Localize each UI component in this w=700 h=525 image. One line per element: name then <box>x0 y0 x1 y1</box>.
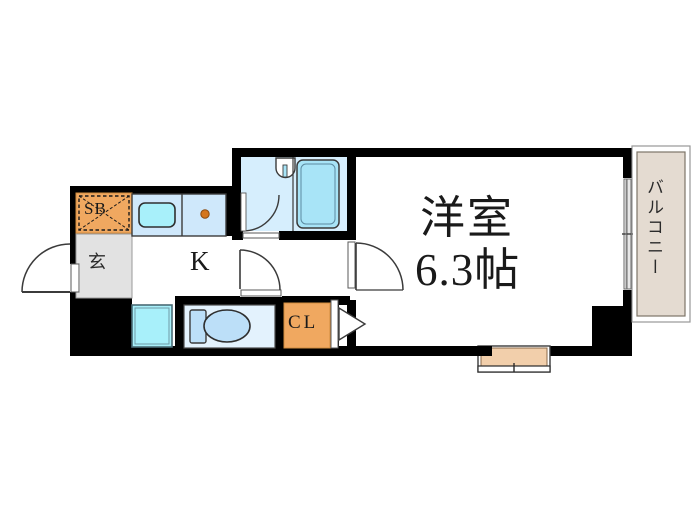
shoe-box <box>75 192 133 234</box>
room-size-label: 6.3帖 <box>415 245 521 295</box>
unit-bath-area <box>240 157 347 240</box>
closet-door-indicator <box>338 306 367 342</box>
room-door-swing-arc <box>355 242 404 291</box>
toilet-area <box>183 304 276 349</box>
kitchen-door-swing-arc <box>239 249 281 291</box>
closet-label: CL <box>288 312 319 333</box>
kitchen-door <box>239 249 282 297</box>
entrance-door <box>21 243 80 293</box>
washing-machine-space <box>131 304 173 348</box>
closet-area <box>283 299 367 349</box>
genkan-floor <box>75 233 133 299</box>
room-bay-window <box>468 345 551 373</box>
toilet-bowl-icon <box>203 309 251 343</box>
kitchen-label: K <box>190 246 210 276</box>
stove-burner-icon <box>200 209 210 219</box>
bath-door-swing-arc <box>242 194 280 232</box>
kitchen-sink-icon <box>138 202 176 228</box>
balcony-label: バルコニー <box>644 178 663 278</box>
balcony-area <box>631 145 691 323</box>
exterior-walls <box>70 148 632 356</box>
genkan-label: 玄 <box>88 252 106 272</box>
entrance-door-swing-arc <box>21 243 71 293</box>
shoe-box-label: SB <box>84 199 107 218</box>
room-name-label: 洋室 <box>420 193 515 243</box>
room-door-upper <box>347 240 404 291</box>
kitchen-counter <box>131 193 227 237</box>
wall-outlines <box>631 145 691 323</box>
balcony-sliding-door <box>622 178 633 290</box>
